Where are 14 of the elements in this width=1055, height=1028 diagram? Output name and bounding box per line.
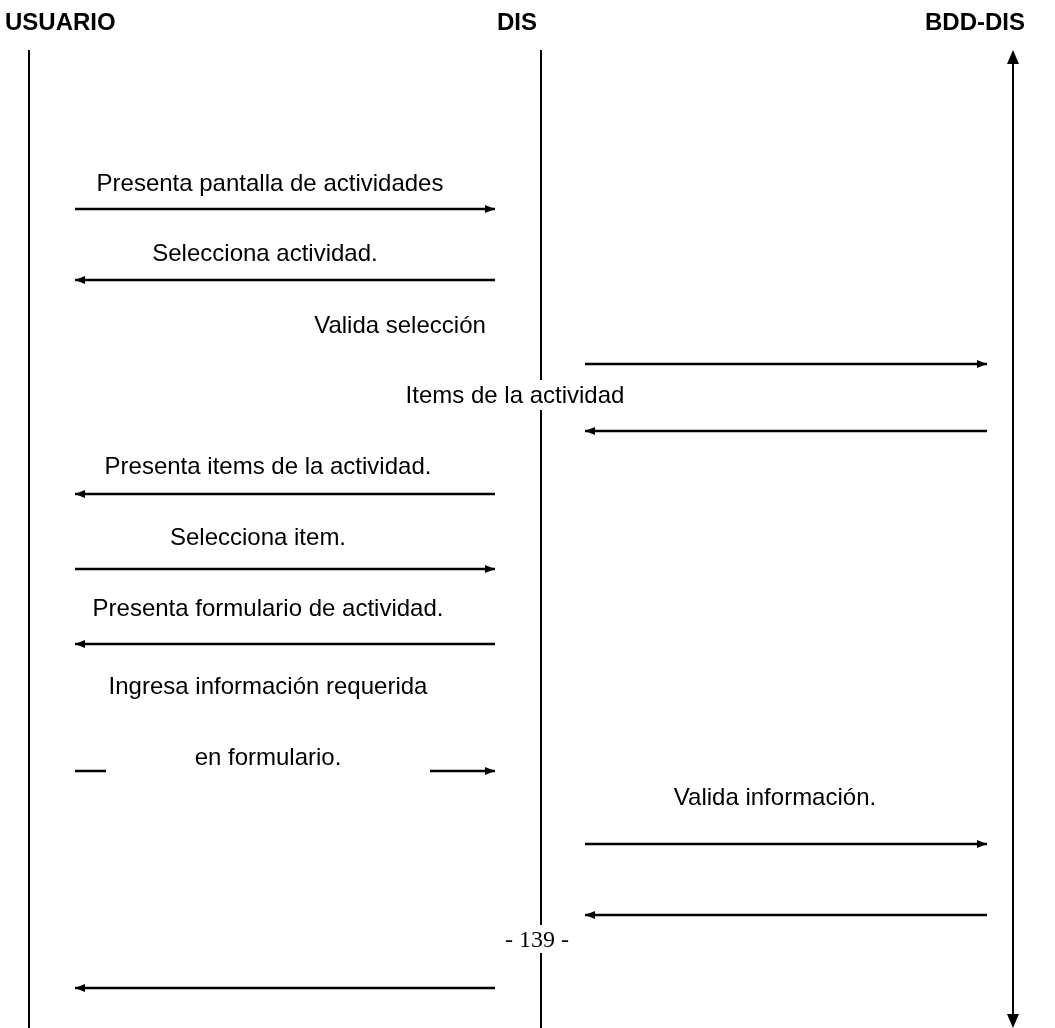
message-arrow [585,840,987,848]
lifeline-header: BDD-DIS [925,7,1026,36]
message-arrow [75,490,495,498]
lifeline-header: DIS [497,7,538,36]
message-arrow [75,640,495,648]
message-arrow [585,360,987,368]
message-arrow [75,565,495,573]
message-arrow [75,205,495,213]
message-arrow [75,984,495,992]
message-arrow [585,911,987,919]
page-number: - 139 - [505,925,569,953]
message-arrow [585,427,987,435]
lifeline-header: USUARIO [5,7,117,36]
message-arrow [75,276,495,284]
